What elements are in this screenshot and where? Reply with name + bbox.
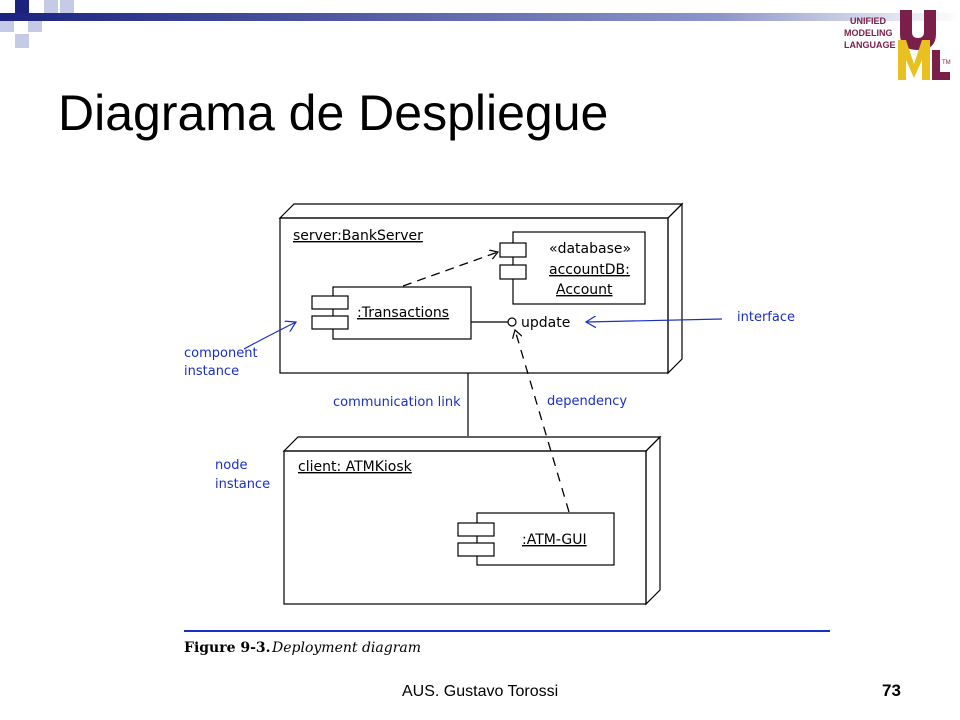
header-gradient-bar — [0, 13, 960, 21]
decorative-squares — [0, 0, 74, 48]
database-stereotype: «database» — [549, 241, 631, 257]
client-node: client: ATMKiosk — [282, 435, 662, 606]
update-interface: update — [471, 315, 570, 331]
component-instance-arrow — [243, 322, 296, 350]
uml-logo: UNIFIED MODELING LANGUAGE TM — [844, 10, 951, 80]
server-node-label: server:BankServer — [293, 228, 423, 244]
database-name: accountDB: — [549, 262, 630, 278]
annotation-node-2: instance — [215, 477, 270, 492]
slide-title: Diagrama de Despliegue — [58, 85, 609, 141]
annotation-communication-link: communication link — [333, 395, 461, 410]
annotation-interface: interface — [737, 310, 795, 325]
svg-text:UNIFIED: UNIFIED — [850, 16, 887, 26]
interface-label: update — [521, 315, 570, 331]
svg-text:MODELING: MODELING — [844, 28, 893, 38]
dependency-transactions-database — [402, 252, 498, 287]
annotation-dependency: dependency — [547, 394, 627, 409]
transactions-label: :Transactions — [357, 305, 449, 321]
svg-text:TM: TM — [942, 60, 951, 66]
page-number: 73 — [882, 681, 901, 700]
database-component: «database» accountDB: Account — [499, 231, 646, 305]
atm-gui-component: :ATM-GUI — [457, 512, 615, 566]
interface-arrow — [586, 319, 723, 322]
transactions-component: :Transactions — [311, 286, 472, 340]
annotation-component-2: instance — [184, 364, 239, 379]
annotation-node-1: node — [215, 458, 247, 473]
client-node-label: client: ATMKiosk — [298, 459, 413, 475]
footer-author: AUS. Gustavo Torossi — [402, 683, 559, 700]
atm-gui-label: :ATM-GUI — [522, 532, 587, 548]
server-node: server:BankServer — [278, 202, 684, 375]
annotation-component-1: component — [184, 346, 258, 361]
caption-text: Deployment diagram — [271, 640, 421, 656]
dependency-atm-update — [515, 330, 570, 513]
database-class: Account — [556, 282, 613, 298]
caption-label: Figure 9-3. — [184, 640, 271, 656]
svg-text:LANGUAGE: LANGUAGE — [844, 40, 896, 50]
